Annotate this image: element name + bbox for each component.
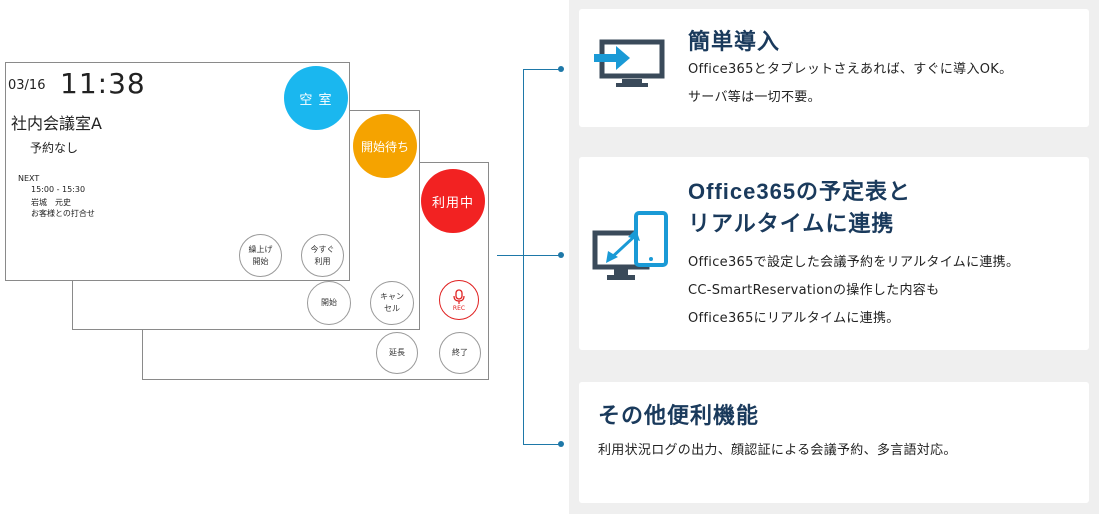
next-label: NEXT (18, 174, 40, 183)
connector-vertical (523, 69, 524, 445)
extend-button[interactable]: 延長 (376, 332, 418, 374)
date-label: 03/16 (8, 78, 46, 93)
feature-1-title: 簡単導入 (688, 29, 781, 54)
microphone-icon (453, 288, 465, 304)
next-person: 岩城 元史 (31, 198, 71, 207)
start-button[interactable]: 開始 (307, 281, 351, 325)
next-time: 15:00 - 15:30 (31, 185, 86, 194)
connector-dot-2 (558, 252, 564, 258)
sync-devices-icon (592, 211, 668, 280)
status-waiting-badge: 開始待ち (353, 114, 417, 178)
feature-2-title-line-1: Office365の予定表と (688, 179, 912, 204)
feature-2-line-1: Office365で設定した会議予約をリアルタイムに連携。 (688, 255, 1020, 270)
feature-1-line-1: Office365とタブレットさえあれば、すぐに導入OK。 (688, 62, 1013, 77)
feature-2-line-2: CC-SmartReservationの操作した内容も (688, 283, 940, 298)
rec-button[interactable]: REC (439, 280, 479, 320)
feature-card-other: その他便利機能 利用状況ログの出力、顔認証による会議予約、多言語対応。 (579, 382, 1089, 503)
cancel-button[interactable]: キャン セル (370, 281, 414, 325)
early-start-button[interactable]: 繰上げ 開始 (239, 234, 282, 277)
feature-card-easy-setup: 簡単導入 Office365とタブレットさえあれば、すぐに導入OK。 サーバ等は… (579, 9, 1089, 127)
feature-2-line-3: Office365にリアルタイムに連携。 (688, 311, 900, 326)
next-subject: お客様との打合せ (31, 209, 95, 218)
feature-3-title: その他便利機能 (598, 403, 760, 428)
feature-1-line-2: サーバ等は一切不要。 (688, 90, 821, 105)
feature-2-title-line-2: リアルタイムに連携 (688, 211, 895, 236)
current-reservation: 予約なし (30, 141, 79, 155)
status-in-use-badge: 利用中 (421, 169, 485, 233)
use-now-button[interactable]: 今すぐ 利用 (301, 234, 344, 277)
connector-branch-2 (523, 255, 563, 256)
monitor-arrow-icon (594, 39, 665, 87)
connector-dot-3 (558, 441, 564, 447)
connector-branch-1 (523, 69, 563, 70)
room-name: 社内会議室A (11, 114, 102, 133)
clock-time: 11:38 (60, 67, 146, 100)
screen-available: 03/16 11:38 社内会議室A 予約なし NEXT 15:00 - 15:… (5, 62, 350, 281)
connector-dot-1 (558, 66, 564, 72)
feature-card-realtime-sync: Office365の予定表と リアルタイムに連携 Office365で設定した会… (579, 157, 1089, 350)
connector-horizontal (497, 255, 524, 256)
feature-3-line-1: 利用状況ログの出力、顔認証による会議予約、多言語対応。 (598, 443, 957, 458)
status-available-badge: 空 室 (284, 66, 348, 130)
connector-branch-3 (523, 444, 563, 445)
end-button[interactable]: 終了 (439, 332, 481, 374)
